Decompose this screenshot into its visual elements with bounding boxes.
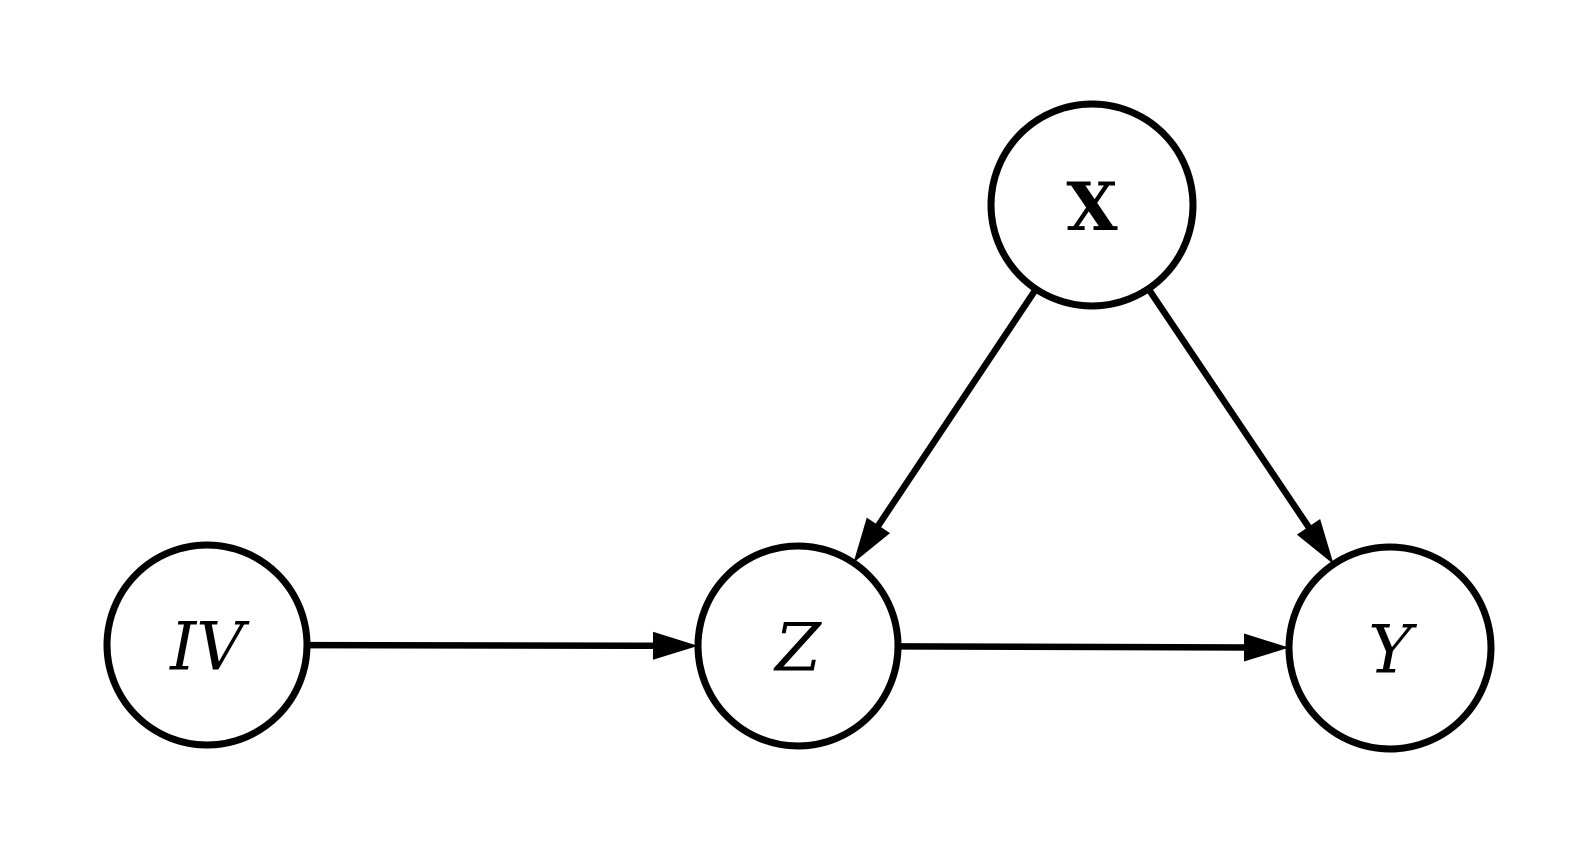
node-Y-label: Y [1368, 612, 1417, 689]
edge-line-X-Y [1145, 286, 1314, 532]
node-IV-circle [103, 541, 311, 749]
arrowhead-icon [853, 517, 891, 563]
arrowhead-icon [1243, 633, 1290, 662]
arrowhead-icon [652, 631, 699, 660]
edge-Z-to-Y [897, 633, 1290, 662]
node-X-label: X [1066, 168, 1118, 246]
node-Z-label: Z [773, 610, 822, 687]
node-X: X [987, 100, 1197, 310]
arrowhead-icon [1296, 519, 1334, 565]
edge-line-Z-Y [897, 643, 1249, 651]
node-IV-label: IV [169, 609, 250, 686]
node-X-circle [987, 100, 1197, 310]
node-Z-circle [694, 542, 902, 750]
edge-line-IV-Z [306, 641, 658, 650]
edge-IV-to-Z [306, 631, 699, 660]
node-Y-circle [1285, 543, 1495, 753]
node-IV: IV [103, 541, 311, 749]
node-Z: Z [694, 542, 902, 750]
edge-line-X-Z [873, 287, 1039, 531]
edge-X-to-Z [853, 287, 1039, 563]
node-Y: Y [1285, 543, 1495, 753]
edge-X-to-Y [1145, 286, 1334, 565]
